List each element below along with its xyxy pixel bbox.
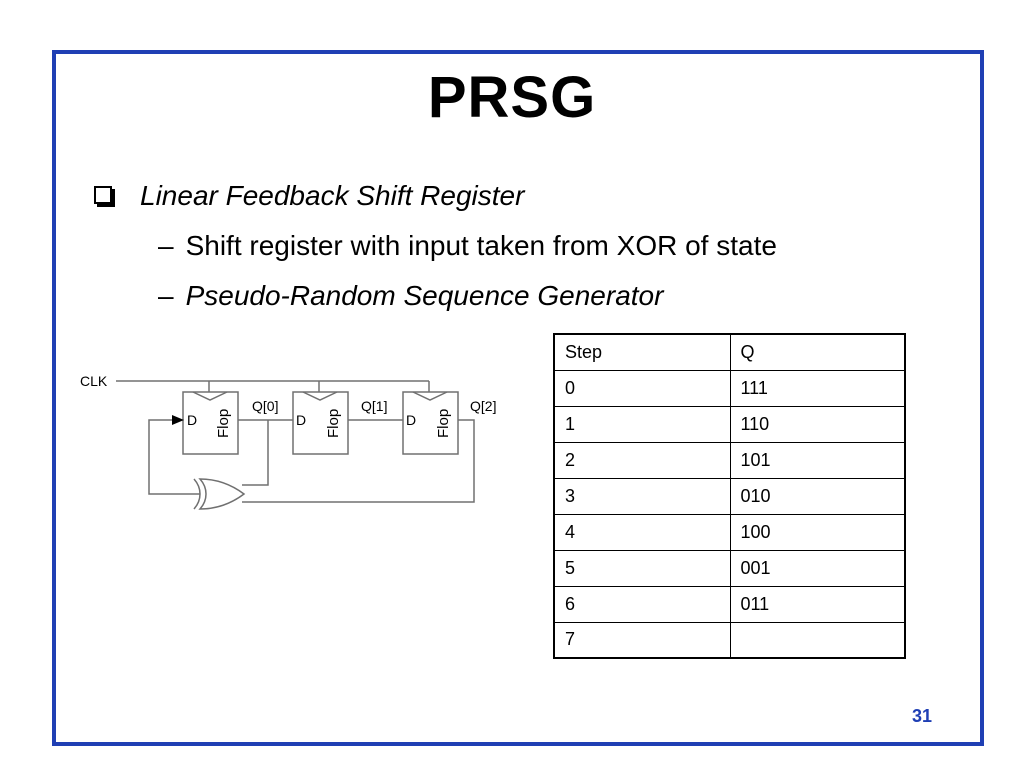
input-arrow-icon bbox=[172, 415, 184, 425]
xor-gate-icon bbox=[198, 478, 246, 510]
clk-label: CLK bbox=[80, 373, 108, 389]
table-cell-q bbox=[729, 621, 906, 659]
table-cell-step: 2 bbox=[553, 441, 731, 479]
flop-1-label: Flop bbox=[325, 409, 342, 438]
dash-bullet: – bbox=[158, 280, 174, 311]
table-cell-step: 1 bbox=[553, 405, 731, 443]
flop-2-label: Flop bbox=[435, 409, 452, 438]
flop-0-label: Flop bbox=[215, 409, 232, 438]
flop-0-body bbox=[182, 391, 239, 455]
bullet-main: Linear Feedback Shift Register bbox=[140, 180, 525, 211]
bullet-sub-1-text: Shift register with input taken from XOR… bbox=[185, 230, 777, 261]
flop-2-body bbox=[402, 391, 459, 455]
checkbox-bullet-icon bbox=[94, 186, 112, 204]
q0-label: Q[0] bbox=[252, 398, 278, 414]
table-cell-q: 111 bbox=[729, 369, 906, 407]
clock-triangle-icon bbox=[192, 391, 228, 401]
table-cell-q: 001 bbox=[729, 549, 906, 587]
slide-frame bbox=[52, 50, 984, 746]
bullet-sub-2-text: Pseudo-Random Sequence Generator bbox=[185, 280, 664, 311]
table-header-step: Step bbox=[553, 333, 731, 371]
table-row: 7 bbox=[553, 621, 906, 659]
table-cell-q: 011 bbox=[729, 585, 906, 623]
flop-0-d-label: D bbox=[187, 412, 197, 428]
table-cell-step: 3 bbox=[553, 477, 731, 515]
q0-feedback-wire bbox=[251, 420, 269, 486]
flop-2-d-label: D bbox=[406, 412, 416, 428]
clock-triangle-icon bbox=[412, 391, 448, 401]
bullet-sub-2: –Pseudo-Random Sequence Generator bbox=[158, 280, 663, 312]
clock-triangle-icon bbox=[302, 391, 338, 401]
flop-1-d-label: D bbox=[296, 412, 306, 428]
slide-title: PRSG bbox=[427, 65, 597, 130]
q2-label: Q[2] bbox=[470, 398, 496, 414]
xor-output-wire bbox=[148, 419, 200, 495]
flop-1-body bbox=[292, 391, 349, 455]
table-header-q: Q bbox=[729, 333, 906, 371]
table-cell-q: 010 bbox=[729, 477, 906, 515]
table-cell-step: 4 bbox=[553, 513, 731, 551]
table-cell-q: 100 bbox=[729, 513, 906, 551]
table-cell-step: 5 bbox=[553, 549, 731, 587]
table-cell-step: 0 bbox=[553, 369, 731, 407]
page-number: 31 bbox=[912, 706, 933, 726]
q2-feedback-wire bbox=[251, 419, 475, 503]
dash-bullet: – bbox=[158, 230, 174, 261]
table-cell-step: 6 bbox=[553, 585, 731, 623]
q1-label: Q[1] bbox=[361, 398, 387, 414]
table-cell-q: 110 bbox=[729, 405, 906, 443]
table-cell-q: 101 bbox=[729, 441, 906, 479]
table-cell-step: 7 bbox=[553, 621, 731, 659]
bullet-sub-1: –Shift register with input taken from XO… bbox=[158, 230, 777, 262]
table-header-row: Step Q bbox=[553, 333, 906, 371]
